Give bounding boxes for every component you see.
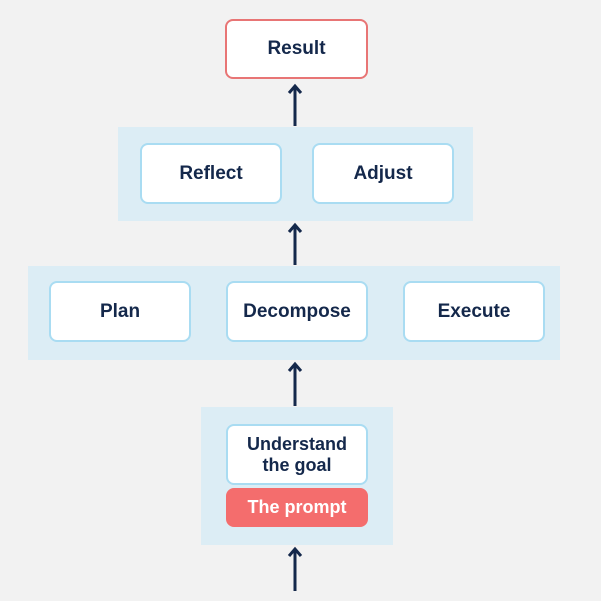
decompose-node: Decompose [226,281,368,342]
plan-node: Plan [49,281,191,342]
prompt-label: The prompt [247,497,347,518]
arrow-up-icon [287,546,303,591]
prompt-node: The prompt [226,488,368,527]
adjust-node: Adjust [312,143,454,204]
execute-label: Execute [437,300,511,322]
understand-label-line1: Understand [246,433,347,454]
adjust-label: Adjust [353,162,413,184]
arrow-up-icon [287,222,303,265]
reflect-label: Reflect [179,162,243,184]
arrow-up-icon [287,361,303,406]
understand-label-line2: the goal [262,454,332,475]
execute-node: Execute [403,281,545,342]
reflect-node: Reflect [140,143,282,204]
understand-goal-node: Understand the goal [226,424,368,485]
result-label: Result [267,38,326,60]
plan-label: Plan [99,300,141,322]
result-node: Result [225,19,368,79]
decompose-label: Decompose [243,300,351,322]
arrow-up-icon [287,83,303,126]
